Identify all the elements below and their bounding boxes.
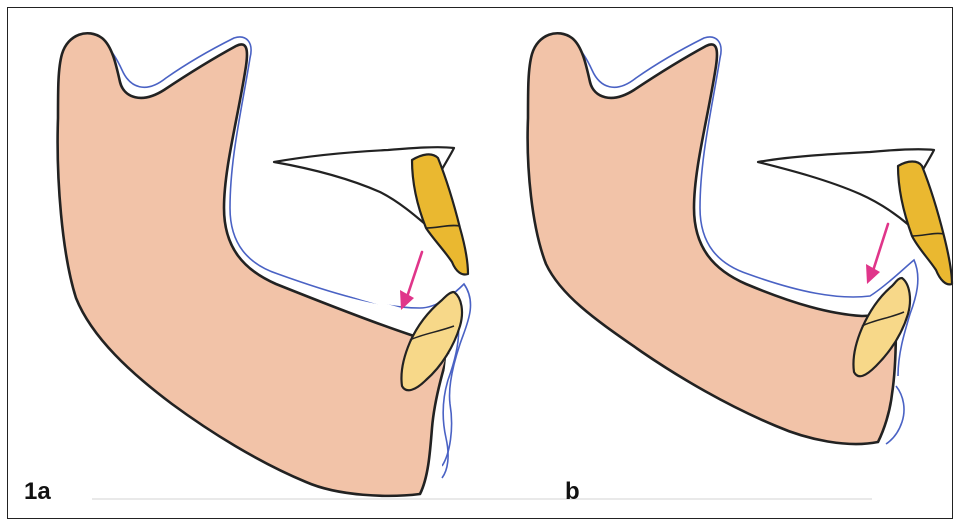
- panel-1a-illustration: [8, 8, 478, 518]
- panel-1a-baseline: [92, 498, 492, 500]
- panel-1a-label: 1a: [24, 478, 51, 506]
- mandible: [528, 33, 896, 444]
- panel-1a: 1a: [8, 8, 478, 518]
- arrow-down-left-icon: [400, 252, 422, 310]
- lower-incisor: [853, 278, 910, 376]
- panel-b-illustration: [478, 8, 948, 518]
- panel-b: b: [478, 8, 948, 518]
- figure-frame: 1a b: [7, 7, 953, 519]
- panel-b-label: b: [565, 478, 580, 506]
- panel-b-baseline: [492, 498, 872, 500]
- arrow-down-left-icon: [866, 224, 888, 284]
- mandible: [58, 33, 448, 496]
